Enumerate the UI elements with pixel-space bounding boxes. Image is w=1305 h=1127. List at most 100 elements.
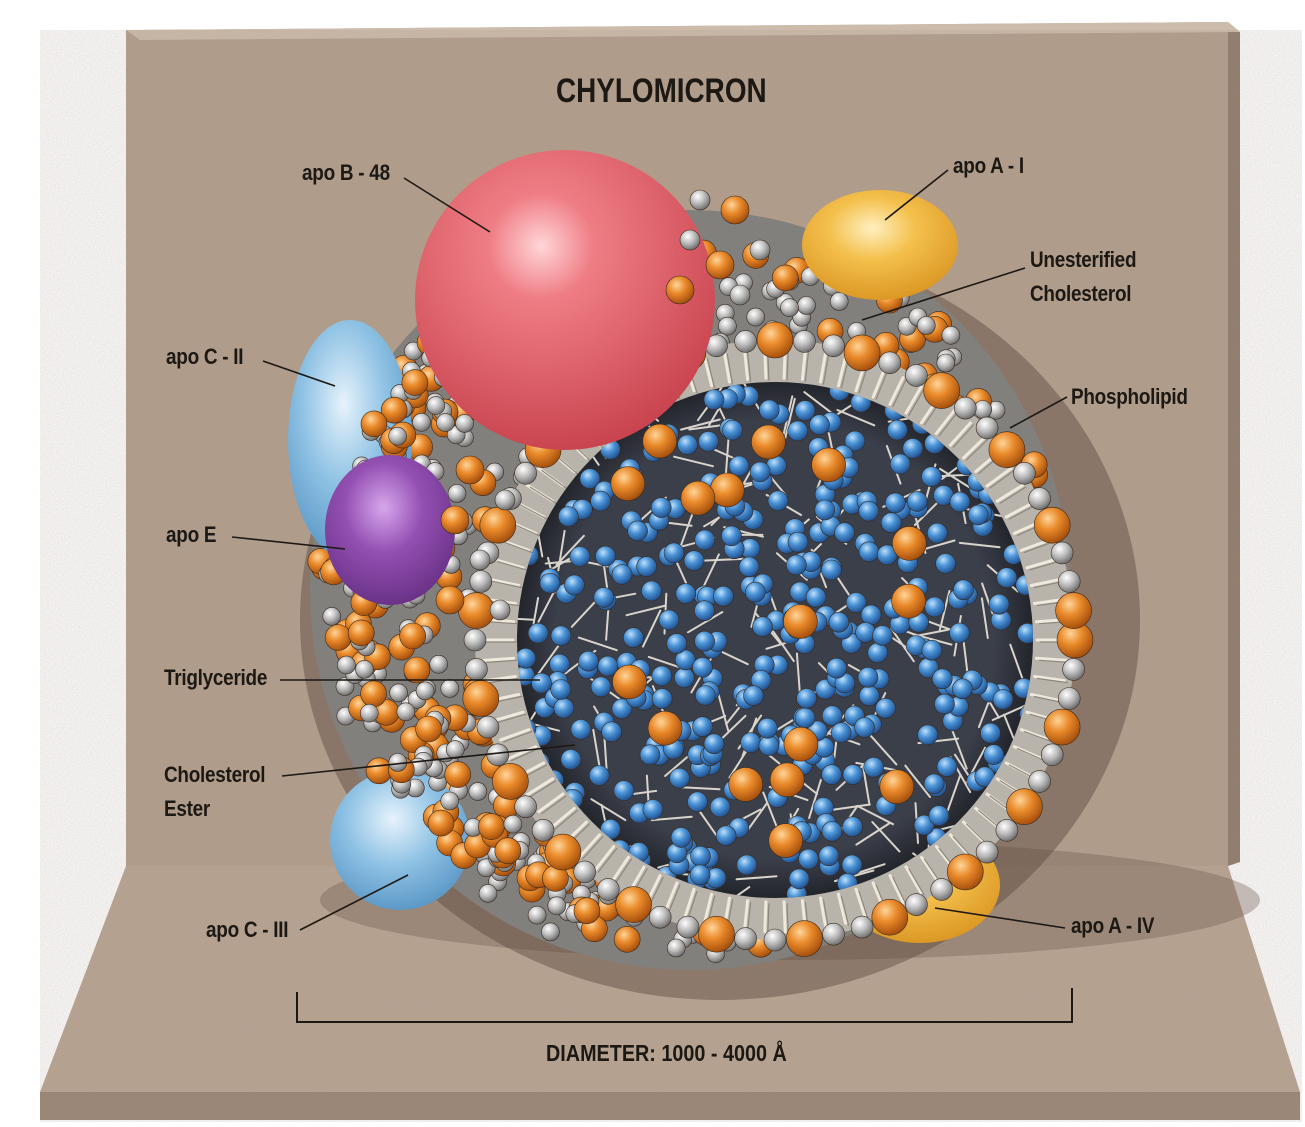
phospholipid-head [436,414,454,432]
triglyceride-molecule [532,673,552,693]
phospholipid-head [1041,744,1063,766]
cholesterol-molecule [428,810,454,836]
phospholipid-head [479,884,497,902]
triglyceride-molecule [745,582,765,602]
triglyceride-molecule [799,849,819,869]
triglyceride-molecule [637,557,657,577]
cholesterol-molecule [463,681,499,717]
triglyceride-molecule [757,718,777,738]
triglyceride-molecule [643,800,663,820]
phospholipid-head [360,704,378,722]
phospholipid-head [446,741,464,759]
triglyceride-molecule [937,757,957,777]
triglyceride-molecule [929,806,949,826]
triglyceride-molecule [737,855,757,875]
triglyceride-molecule [997,568,1017,588]
triglyceride-molecule [759,400,779,420]
fatty-acid-tail [784,902,785,932]
phospholipid-head [597,878,619,900]
cholesterol-ester-molecule [611,467,645,501]
phospholipid-head [470,550,490,570]
phospholipid-head [1051,542,1073,564]
triglyceride-molecule [935,694,955,714]
triglyceride-molecule [652,666,672,686]
cholesterol-molecule [1006,789,1042,825]
phospholipid-head [798,297,816,315]
cholesterol-molecule [872,899,908,935]
phospholipid-head [1058,688,1080,710]
phospholipid-head [355,660,373,678]
phospholipid-head [649,906,671,928]
triglyceride-molecule [918,725,938,745]
triglyceride-molecule [795,708,815,728]
phospholipid-head [390,684,408,702]
triglyceride-molecule [789,869,809,889]
cholesterol-ester-molecule [784,727,818,761]
apo-a1-protein [802,190,958,300]
label-apo-a4: apo A - IV [1071,913,1154,939]
triglyceride-molecule [924,774,944,794]
phospholipid-head [416,682,434,700]
triglyceride-molecule [873,626,893,646]
triglyceride-molecule [676,584,696,604]
phospholipid-head [413,413,431,431]
triglyceride-molecule [614,781,634,801]
triglyceride-molecule [589,766,609,786]
cholesterol-molecule [416,716,442,742]
cholesterol-molecule [400,623,426,649]
triglyceride-molecule [981,723,1001,743]
triglyceride-molecule [678,435,698,455]
triglyceride-molecule [950,492,970,512]
triglyceride-molecule [903,438,923,458]
phospholipid-head [397,703,415,721]
triglyceride-molecule [713,586,733,606]
triglyceride-molecule [688,792,708,812]
cholesterol-molecule [666,276,694,304]
cholesterol-molecule [325,625,351,651]
label-cholesterol-ester-line2: Ester [164,796,210,822]
cholesterol-molecule [614,926,640,952]
triglyceride-molecule [788,421,808,441]
phospholipid-head [942,326,960,344]
triglyceride-molecule [855,717,875,737]
cholesterol-ester-molecule [880,770,914,804]
phospholipid-head [905,364,927,386]
cholesterol-molecule [706,251,734,279]
triglyceride-molecule [704,734,724,754]
cholesterol-molecule [445,762,471,788]
triglyceride-molecule [859,542,879,562]
phospholipid-head [976,417,998,439]
triglyceride-molecule [859,501,879,521]
triglyceride-molecule [858,667,878,687]
cholesterol-molecule [480,507,516,543]
triglyceride-molecule [739,557,759,577]
phospholipid-head [680,230,700,250]
phospholipid-head [823,923,845,945]
phospholipid-head [851,916,873,938]
cholesterol-ester-molecule [892,526,926,560]
triglyceride-molecule [651,498,671,518]
triglyceride-molecule [806,587,826,607]
cholesterol-molecule [772,265,798,291]
triglyceride-molecule [695,530,715,550]
phospholipid-head [515,796,537,818]
phospholipid-head [464,629,486,651]
triglyceride-molecule [540,573,560,593]
cholesterol-ester-molecule [812,448,846,482]
cholesterol-molecule [844,335,880,371]
triglyceride-molecule [628,521,648,541]
label-unesterified-cholesterol-line2: Cholesterol [1030,281,1131,307]
phospholipid-head [448,485,466,503]
triglyceride-molecule [885,493,905,513]
phospholipid-head [677,916,699,938]
cholesterol-molecule [989,432,1025,468]
fatty-acid-tail [484,658,514,660]
cholesterol-molecule [947,854,983,890]
phospholipid-head [504,815,522,833]
triglyceride-molecule [554,698,574,718]
phospholipid-head [750,240,770,260]
phospholipid-head [976,841,998,863]
phospholipid-head [541,923,559,941]
triglyceride-molecule [570,547,590,567]
phospholipid-head [477,716,499,738]
